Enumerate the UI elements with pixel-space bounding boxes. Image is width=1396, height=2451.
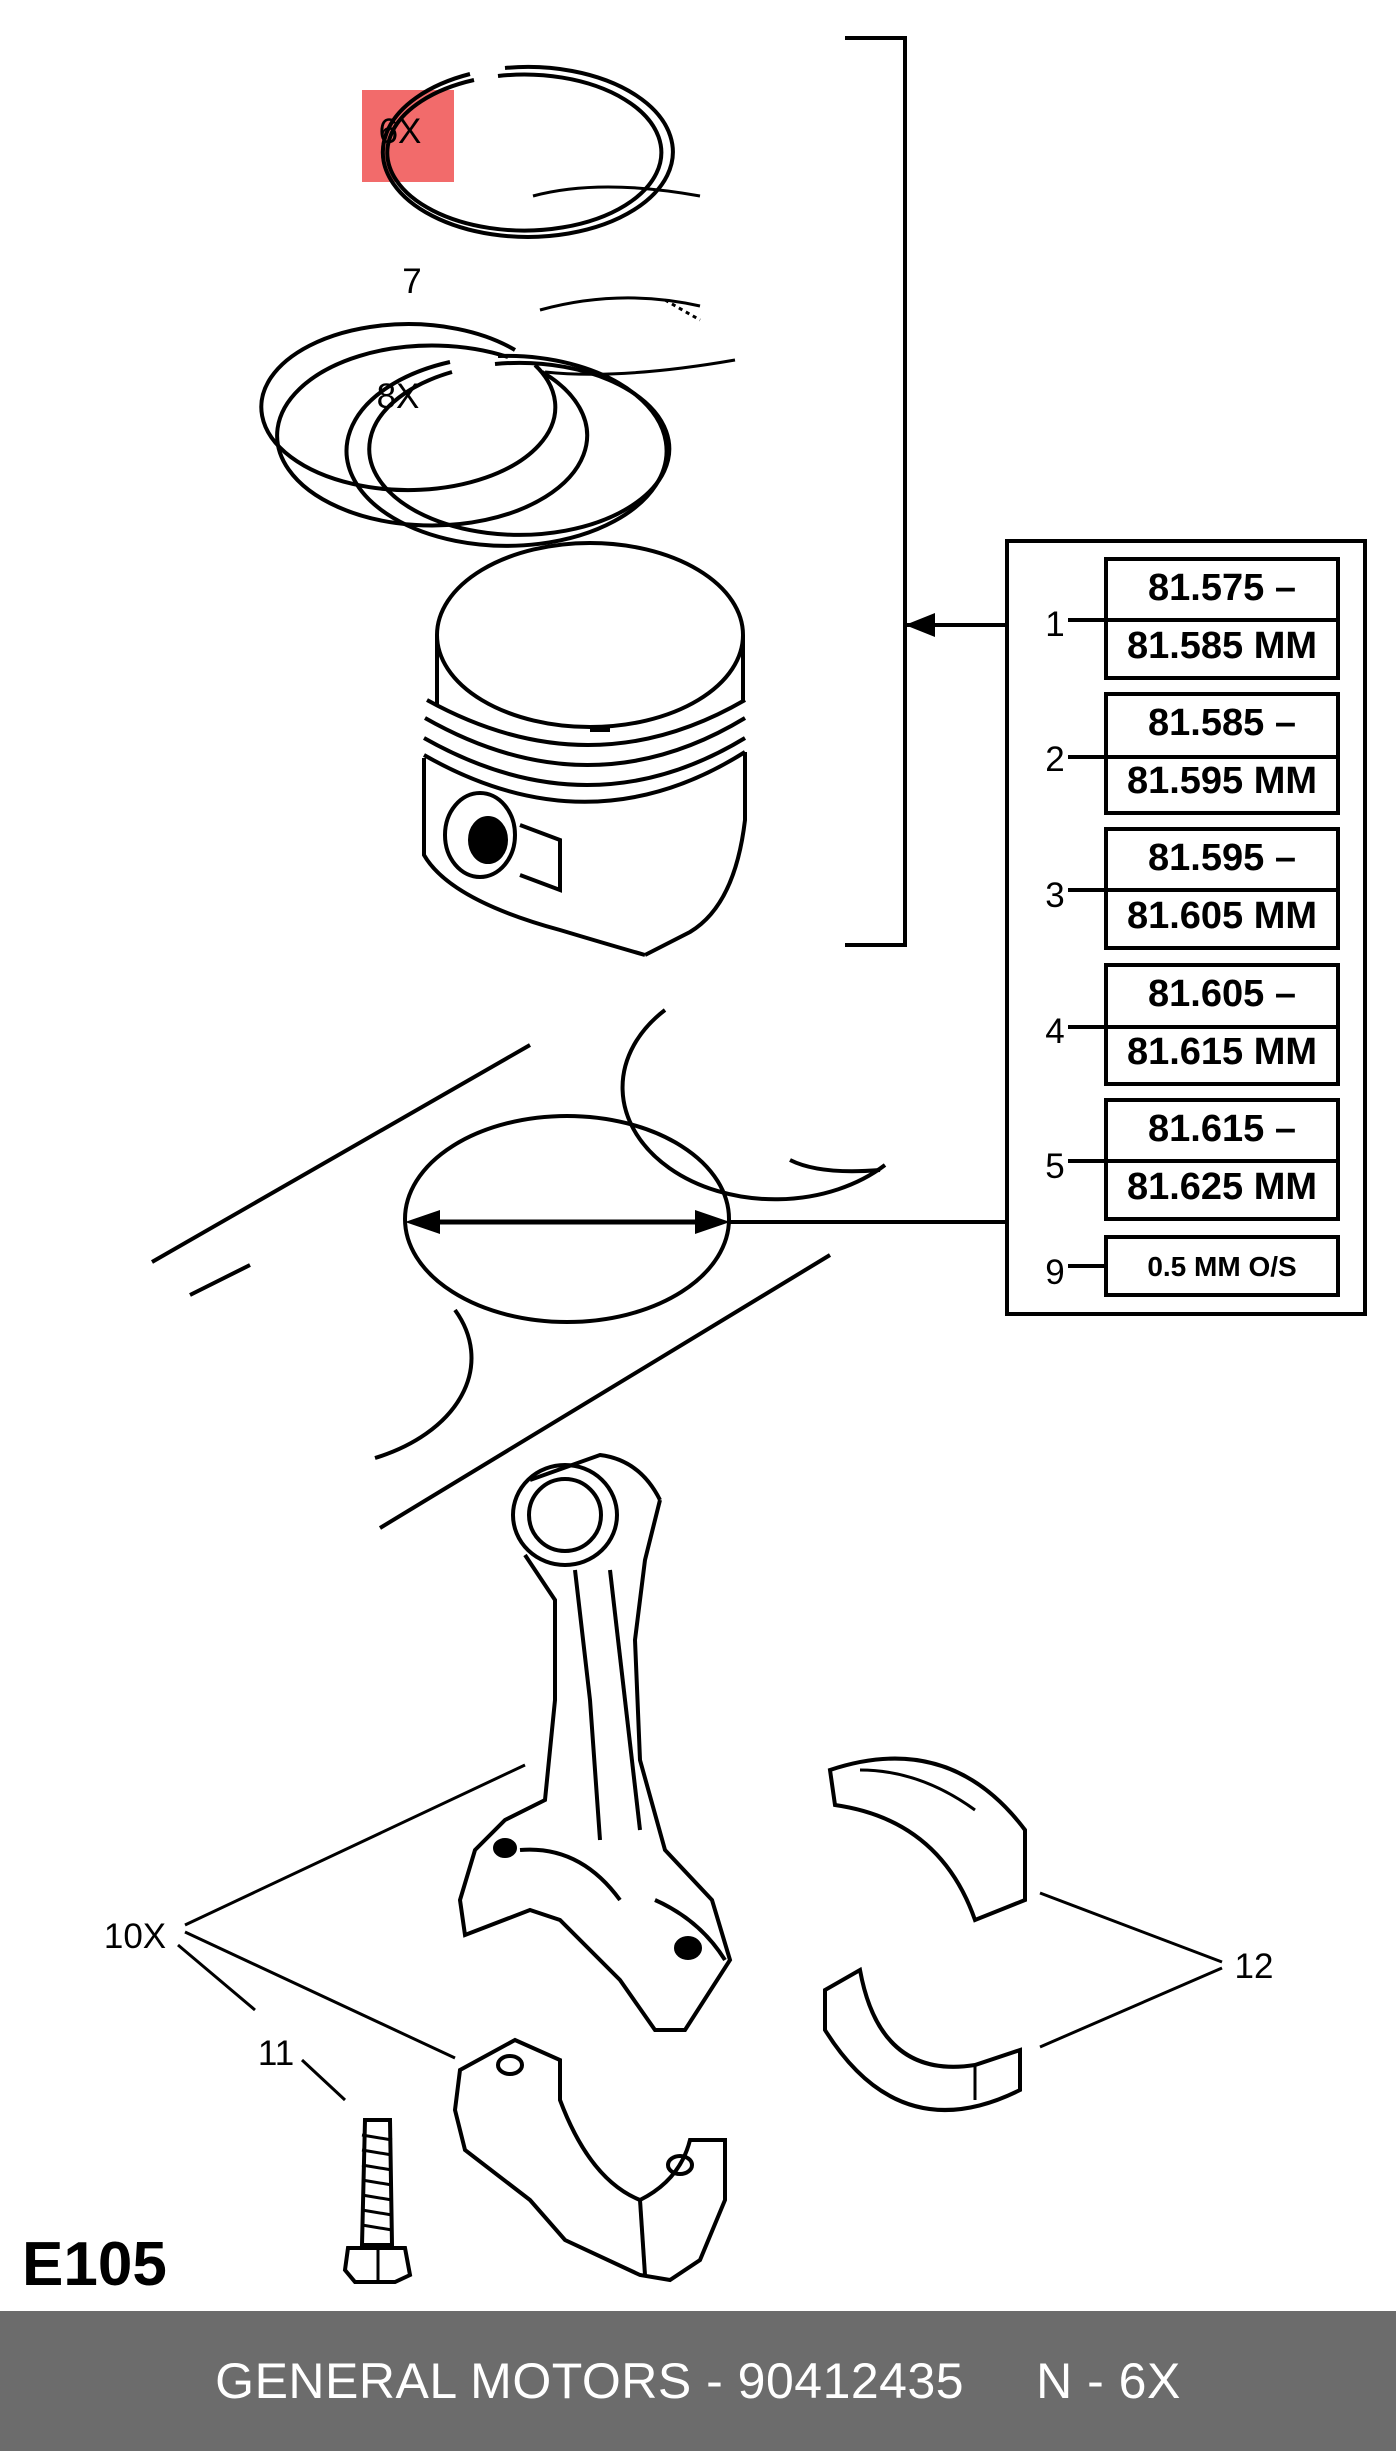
brand-name: GENERAL MOTORS <box>215 2353 692 2409</box>
part-info-footer: GENERAL MOTORS - 90412435 N - 6X <box>0 2311 1396 2451</box>
size-bracket <box>845 36 1005 947</box>
size-range-end: 81.625 MM <box>1127 1166 1317 1208</box>
connecting-rod <box>457 1452 733 2032</box>
size-row: 4 81.605 – 81.615 MM <box>1045 963 1340 1086</box>
size-row: 2 81.585 – 81.595 MM <box>1045 692 1340 815</box>
rod-cap <box>452 2037 727 2283</box>
bearing-shells <box>823 1756 1027 2112</box>
piston-rings <box>259 64 736 548</box>
exploded-parts-diagram: 1 81.575 – 81.585 MM 2 81.585 – 81.595 M… <box>22 36 1367 2299</box>
size-range-start: 81.605 – <box>1148 973 1296 1015</box>
size-number: 3 <box>1045 876 1064 915</box>
size-row-oversize: 9 0.5 MM O/S <box>1045 1235 1340 1297</box>
figure-code: E105 <box>22 2230 167 2299</box>
size-number: 1 <box>1045 605 1064 644</box>
size-number: 9 <box>1045 1253 1064 1292</box>
size-row: 5 81.615 – 81.625 MM <box>1045 1098 1340 1221</box>
size-row: 1 81.575 – 81.585 MM <box>1045 557 1340 680</box>
rod-bolt <box>342 2118 413 2284</box>
size-number: 2 <box>1045 740 1064 779</box>
cylinder-block <box>151 1008 1005 1530</box>
oversize-label: 0.5 MM O/S <box>1147 1251 1296 1282</box>
size-range-start: 81.615 – <box>1148 1108 1296 1150</box>
callout-rod: 10X <box>104 1917 166 1956</box>
size-range-start: 81.585 – <box>1148 702 1296 744</box>
size-range-start: 81.595 – <box>1148 837 1296 879</box>
size-range-end: 81.595 MM <box>1127 760 1317 802</box>
size-number: 5 <box>1045 1147 1064 1186</box>
footer-separator: - <box>691 2353 738 2409</box>
size-range-end: 81.615 MM <box>1127 1031 1317 1073</box>
size-range-start: 81.575 – <box>1148 567 1296 609</box>
size-range-end: 81.605 MM <box>1127 895 1317 937</box>
part-number: 90412435 <box>737 2353 965 2409</box>
size-number: 4 <box>1045 1012 1064 1051</box>
piston <box>422 541 747 957</box>
callout-ring-top: 6X <box>379 112 422 151</box>
callout-bolt: 11 <box>258 2034 294 2073</box>
size-table: 1 81.575 – 81.585 MM 2 81.585 – 81.595 M… <box>1005 539 1367 1316</box>
size-row: 3 81.595 – 81.605 MM <box>1045 827 1340 950</box>
part-position: N - 6X <box>1036 2353 1181 2409</box>
size-range-end: 81.585 MM <box>1127 625 1317 667</box>
callout-ring-low: 8X <box>377 377 420 416</box>
callout-bearing: 12 <box>1235 1947 1274 1986</box>
leader-lines <box>177 1763 1223 2102</box>
callout-ring-mid: 7 <box>402 262 421 301</box>
